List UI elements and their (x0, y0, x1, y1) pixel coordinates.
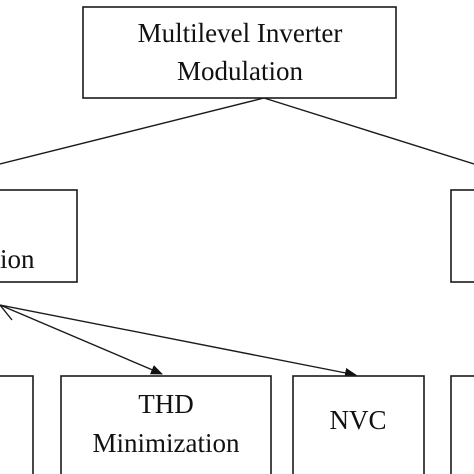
root-node-line2: Modulation (177, 56, 303, 86)
edge-root-to-right (263, 97, 474, 165)
nvc-node: NVC (292, 375, 425, 474)
thd-minimization-node: THD Minimization (60, 375, 272, 474)
root-node-line1: Multilevel Inverter (138, 18, 343, 48)
edge-left-to-nvc (0, 304, 357, 378)
left-mid-node-label: ion (0, 244, 35, 274)
bottom-left-node (0, 375, 34, 474)
nvc-node-label: NVC (329, 405, 386, 435)
left-mid-node: ion (0, 189, 78, 283)
root-node: Multilevel Inverter Modulation (82, 6, 397, 99)
edge-root-to-left (0, 97, 265, 165)
edge-left-to-bottom-left (0, 304, 13, 321)
thd-node-line2: Minimization (93, 428, 240, 458)
bottom-right-node (450, 375, 474, 474)
right-mid-node (450, 189, 474, 283)
edge-left-to-thd (0, 304, 163, 375)
thd-node-line1: THD (138, 389, 194, 419)
